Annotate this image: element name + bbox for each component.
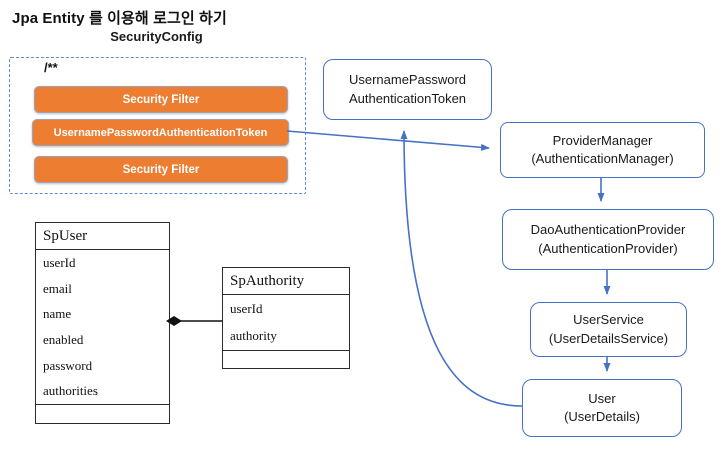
flow-box-line: DaoAuthenticationProvider (530, 222, 686, 238)
flow-box-authentication-token: UsernamePassword AuthenticationToken (323, 59, 492, 120)
entity-table-spauthority: SpAuthority userId authority (222, 267, 350, 369)
entity-field: userId (230, 300, 263, 316)
flow-box-line: (UserDetails) (564, 409, 640, 424)
flow-box-line: (AuthenticationProvider) (538, 240, 678, 256)
javadoc-comment: /** (44, 60, 58, 75)
flow-box-line: AuthenticationToken (348, 90, 467, 106)
flow-box-user: User (UserDetails) (522, 379, 682, 437)
flow-box-line: ProviderManager (552, 132, 653, 148)
entity-fields: userId authority (223, 295, 349, 350)
flow-box-line: UsernamePassword (348, 72, 467, 88)
entity-field: userId (43, 254, 76, 270)
security-config-dashed-box (9, 57, 306, 194)
flow-box-provider-manager: ProviderManager (AuthenticationManager) (500, 122, 705, 178)
entity-field: authority (230, 328, 277, 344)
flow-box-line: User (588, 390, 616, 406)
flow-box-line: UserService (573, 312, 644, 328)
arrow-token-to-provider-manager (286, 130, 490, 151)
entity-field: password (43, 357, 93, 373)
entity-empty-row (36, 404, 169, 423)
entity-table-spuser: SpUser userId email name enabled passwor… (35, 222, 170, 424)
entity-field: authorities (43, 383, 98, 399)
entity-title: SpAuthority (223, 268, 349, 295)
chip-label: Security Filter (122, 93, 200, 106)
page-title: Jpa Entity 를 이용해 로그인 하기 (12, 10, 227, 27)
flow-box-user-service: UserService (UserDetailsService) (530, 302, 687, 357)
entity-field: email (43, 280, 72, 296)
security-filter-chip-top: Security Filter (34, 86, 288, 113)
entity-field: name (43, 306, 72, 322)
security-filter-chip-bottom: Security Filter (34, 156, 288, 183)
flow-box-line: (UserDetailsService) (548, 330, 669, 346)
entity-title: SpUser (36, 223, 169, 250)
username-password-token-chip: UsernamePasswordAuthenticationToken (32, 119, 289, 146)
entity-field: enabled (43, 331, 84, 347)
flow-box-dao-authentication-provider: DaoAuthenticationProvider (Authenticatio… (502, 209, 714, 270)
chip-label: UsernamePasswordAuthenticationToken (53, 126, 268, 139)
entity-empty-row (223, 350, 349, 368)
security-config-label: SecurityConfig (110, 29, 203, 44)
entity-fields: userId email name enabled password autho… (36, 250, 169, 404)
flow-box-line: (AuthenticationManager) (531, 151, 674, 166)
chip-label: Security Filter (122, 163, 200, 176)
